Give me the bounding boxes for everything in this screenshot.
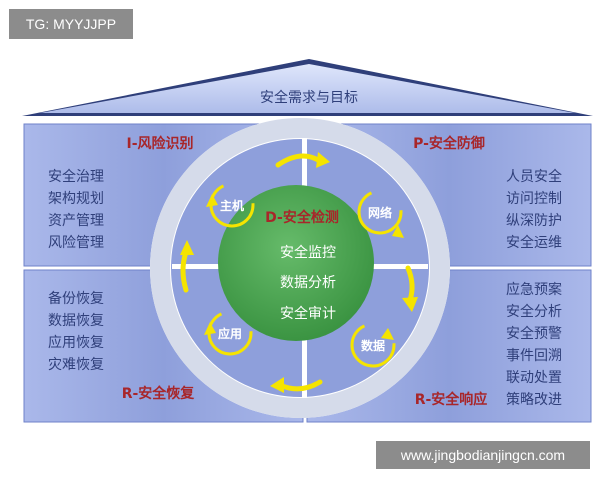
roof-label: 安全需求与目标 [260,89,358,106]
tl-item-2: 架构规划 [48,191,104,207]
center-item-1: 安全监控 [280,244,336,261]
node-application: 应用 [204,310,253,356]
br-item-1: 应急预案 [506,281,562,298]
arrowhead-top [316,152,330,168]
node-network: 网络 [357,189,404,238]
center-title: D-安全检测 [265,209,339,226]
arrowhead-left [180,240,194,255]
br-item-2: 安全分析 [506,303,562,320]
quadrant-title-bottom-left: R-安全恢复 [122,385,196,402]
br-item-5: 联动处置 [506,370,562,386]
tl-item-4: 风险管理 [48,235,104,251]
bl-item-3: 应用恢复 [48,334,104,351]
bl-item-2: 数据恢复 [48,312,104,329]
node-host-label: 主机 [220,198,244,213]
center-item-3: 安全审计 [280,305,336,322]
arrowhead-right [402,297,418,312]
bl-item-1: 备份恢复 [48,290,104,307]
arrow-heads [180,152,418,393]
quadrant-title-top-left: I-风险识别 [126,135,193,152]
arrow-left [180,249,189,293]
tl-item-1: 安全治理 [48,168,104,185]
tr-item-2: 访问控制 [506,191,562,207]
tr-item-4: 安全运维 [506,234,562,251]
watermark-tag: TG: MYYJJPP [9,9,133,39]
tr-item-1: 人员安全 [506,168,562,185]
node-host: 主机 [206,182,255,228]
tr-item-3: 纵深防护 [506,213,562,229]
watermark-url: www.jingbodianjingcn.com [376,441,590,469]
br-item-4: 事件回溯 [506,348,562,364]
roof-inner [40,64,575,113]
quadrant-title-bottom-right: R-安全响应 [415,391,488,408]
arrow-top [275,153,321,168]
arrowhead-bottom [270,377,284,393]
center-item-2: 数据分析 [280,275,336,291]
bl-item-4: 灾难恢复 [48,356,104,373]
tl-item-3: 资产管理 [48,213,104,229]
center-circle [218,185,374,341]
quadrant-title-top-right: P-安全防御 [413,135,485,152]
node-data: 数据 [350,322,396,368]
outer-ring-band [150,118,450,418]
node-application-label: 应用 [218,326,242,341]
br-item-6: 策略改进 [506,391,562,408]
br-item-3: 安全预警 [506,325,562,342]
node-network-label: 网络 [368,205,392,220]
node-data-label: 数据 [361,338,385,353]
